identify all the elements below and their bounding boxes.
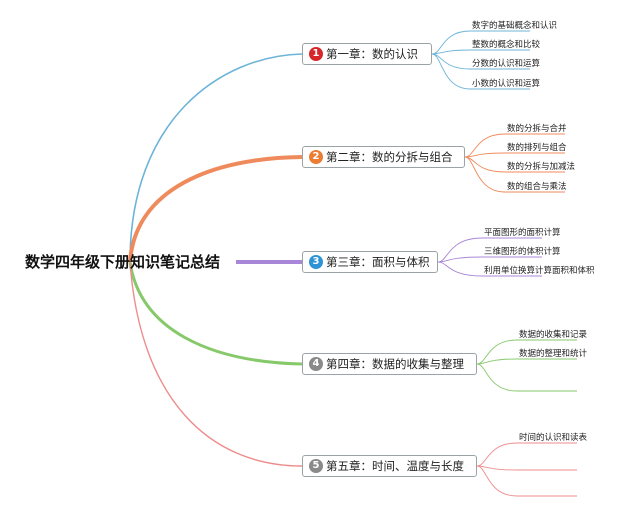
chapter-1-badge: 1 — [309, 47, 323, 61]
ch2-leaf-3[interactable]: 数的分拆与加减法 — [507, 162, 576, 172]
chapter-4-node[interactable]: 4 第四章：数据的收集与整理 — [302, 353, 477, 375]
leaf-connector-ch4-3 — [476, 363, 577, 392]
connector-root-ch1 — [129, 53, 303, 263]
ch1-leaf-3[interactable]: 分数的认识和运算 — [472, 59, 541, 69]
ch4-leaf-1[interactable]: 数据的收集和记录 — [519, 330, 588, 340]
leaf-connector-ch2-1 — [464, 133, 565, 158]
chapter-3-title: 第三章：面积与体积 — [326, 255, 430, 269]
chapter-5-badge: 5 — [309, 459, 323, 473]
leaf-connector-ch1-4 — [431, 53, 530, 90]
chapter-5-title: 第五章：时间、温度与长度 — [326, 459, 464, 473]
connector-root-ch2 — [128, 155, 303, 263]
ch5-leaf-1[interactable]: 时间的认识和读表 — [519, 433, 588, 443]
ch3-leaf-3[interactable]: 利用单位换算计算面积和体积 — [484, 266, 595, 276]
connector-root-ch5 — [129, 261, 303, 467]
leaf-connector-ch5-2 — [476, 465, 577, 471]
chapter-2-node[interactable]: 2 第二章：数的分拆与组合 — [302, 146, 465, 168]
chapter-3-node[interactable]: 3 第三章：面积与体积 — [302, 251, 438, 273]
leaf-connector-ch1-1 — [431, 30, 530, 55]
chapter-1-node[interactable]: 1 第一章：数的认识 — [302, 43, 432, 65]
ch1-leaf-4[interactable]: 小数的认识和运算 — [472, 79, 541, 89]
ch1-leaf-1[interactable]: 数字的基础概念和认识 — [472, 21, 558, 31]
chapter-1-title: 第一章：数的认识 — [326, 47, 418, 61]
leaf-connector-ch3-1 — [437, 237, 542, 263]
chapter-4-badge: 4 — [309, 357, 323, 371]
chapter-2-title: 第二章：数的分拆与组合 — [326, 150, 453, 164]
chapter-2-badge: 2 — [309, 150, 323, 164]
leaf-connector-ch4-1 — [476, 339, 577, 365]
chapter-5-node[interactable]: 5 第五章：时间、温度与长度 — [302, 455, 477, 477]
ch4-leaf-2[interactable]: 数据的整理和统计 — [519, 349, 588, 359]
ch2-leaf-1[interactable]: 数的分拆与合并 — [507, 124, 567, 134]
leaf-connector-ch5-3 — [476, 465, 577, 497]
ch3-leaf-2[interactable]: 三维图形的体积计算 — [484, 247, 561, 257]
leaf-connector-ch2-2 — [464, 152, 565, 158]
leaf-connector-ch2-4 — [464, 156, 565, 193]
connector-root-ch4 — [128, 261, 303, 366]
chapter-3-badge: 3 — [309, 255, 323, 269]
ch2-leaf-4[interactable]: 数的组合与乘法 — [507, 182, 567, 192]
ch2-leaf-2[interactable]: 数的排列与组合 — [507, 143, 567, 153]
ch1-leaf-2[interactable]: 整数的概念和比较 — [472, 40, 541, 50]
leaf-connector-ch4-2 — [476, 358, 577, 365]
leaf-connector-ch3-2 — [437, 256, 542, 263]
ch3-leaf-1[interactable]: 平面图形的面积计算 — [484, 228, 561, 238]
chapter-4-title: 第四章：数据的收集与整理 — [326, 357, 464, 371]
leaf-connector-ch5-1 — [476, 442, 577, 467]
leaf-connector-ch1-2 — [431, 49, 530, 55]
root-title[interactable]: 数学四年级下册知识笔记总结 — [25, 253, 221, 271]
leaf-connector-ch3-3 — [437, 261, 542, 277]
